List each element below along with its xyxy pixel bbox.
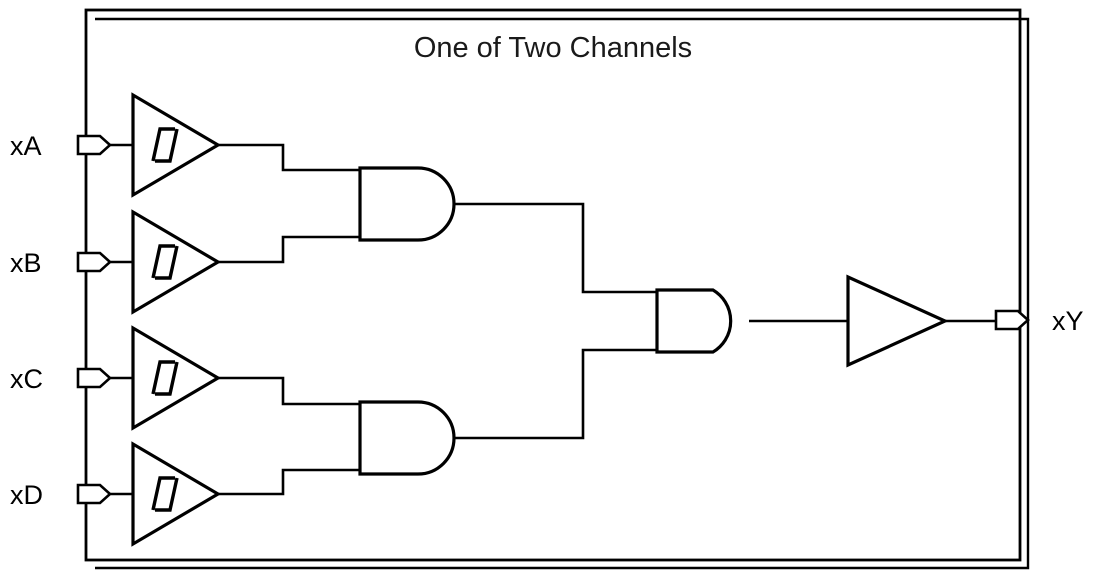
- package-border: [84, 8, 1030, 570]
- wire-bufd-to-andbottom-in2: [218, 468, 360, 496]
- buffer-b-triangle: [131, 209, 222, 315]
- gate-schmitt-buffer-c[interactable]: [131, 325, 222, 431]
- input-pins: [76, 134, 112, 505]
- gate-schmitt-buffer-a[interactable]: [131, 92, 222, 198]
- output-label-xy: xY: [1052, 306, 1084, 336]
- output-buffer-triangle: [846, 274, 949, 368]
- buffer-c-triangle: [131, 325, 222, 431]
- input-pin-xd[interactable]: [76, 483, 112, 505]
- input-pin-xa[interactable]: [76, 134, 112, 156]
- wire-bufa-to-andtop-in1: [218, 143, 360, 172]
- and-center-body: [655, 288, 733, 354]
- gate-and-top[interactable]: [358, 166, 456, 242]
- and-bottom-body: [358, 400, 456, 476]
- page-title: One of Two Channels: [414, 32, 692, 64]
- hysteresis-icon: [151, 476, 179, 512]
- buffer-a-triangle: [131, 92, 222, 198]
- gate-output-buffer[interactable]: [846, 274, 949, 368]
- input-label-xd: xD: [10, 480, 43, 510]
- gate-schmitt-buffer-d[interactable]: [131, 441, 222, 547]
- input-wires: [110, 143, 133, 496]
- input-label-xa: xA: [10, 131, 42, 161]
- wire-andtop-to-andcenter-in1: [454, 202, 657, 294]
- wires-to-and-bottom: [218, 376, 360, 496]
- output-pin-xy[interactable]: [994, 309, 1030, 331]
- and-top-body: [358, 166, 456, 242]
- gate-schmitt-buffer-b[interactable]: [131, 209, 222, 315]
- wires-to-and-center: [454, 202, 657, 440]
- wire-andbottom-to-andcenter-in2: [454, 348, 657, 440]
- input-pin-xb[interactable]: [76, 251, 112, 273]
- wire-bufb-to-andtop-in2: [218, 235, 360, 264]
- input-label-xc: xC: [10, 364, 43, 394]
- package-border-outline: [84, 8, 1022, 562]
- gate-and-bottom[interactable]: [358, 400, 456, 476]
- hysteresis-icon: [151, 244, 179, 280]
- gate-and-center[interactable]: [655, 288, 733, 354]
- hysteresis-icon: [151, 360, 179, 396]
- input-pin-xc[interactable]: [76, 367, 112, 389]
- package-border-shadow: [95, 17, 1030, 570]
- wires-to-and-top: [218, 143, 360, 264]
- buffer-d-triangle: [131, 441, 222, 547]
- hysteresis-icon: [151, 127, 179, 163]
- input-label-xb: xB: [10, 248, 42, 278]
- wire-bufc-to-andbottom-in1: [218, 376, 360, 406]
